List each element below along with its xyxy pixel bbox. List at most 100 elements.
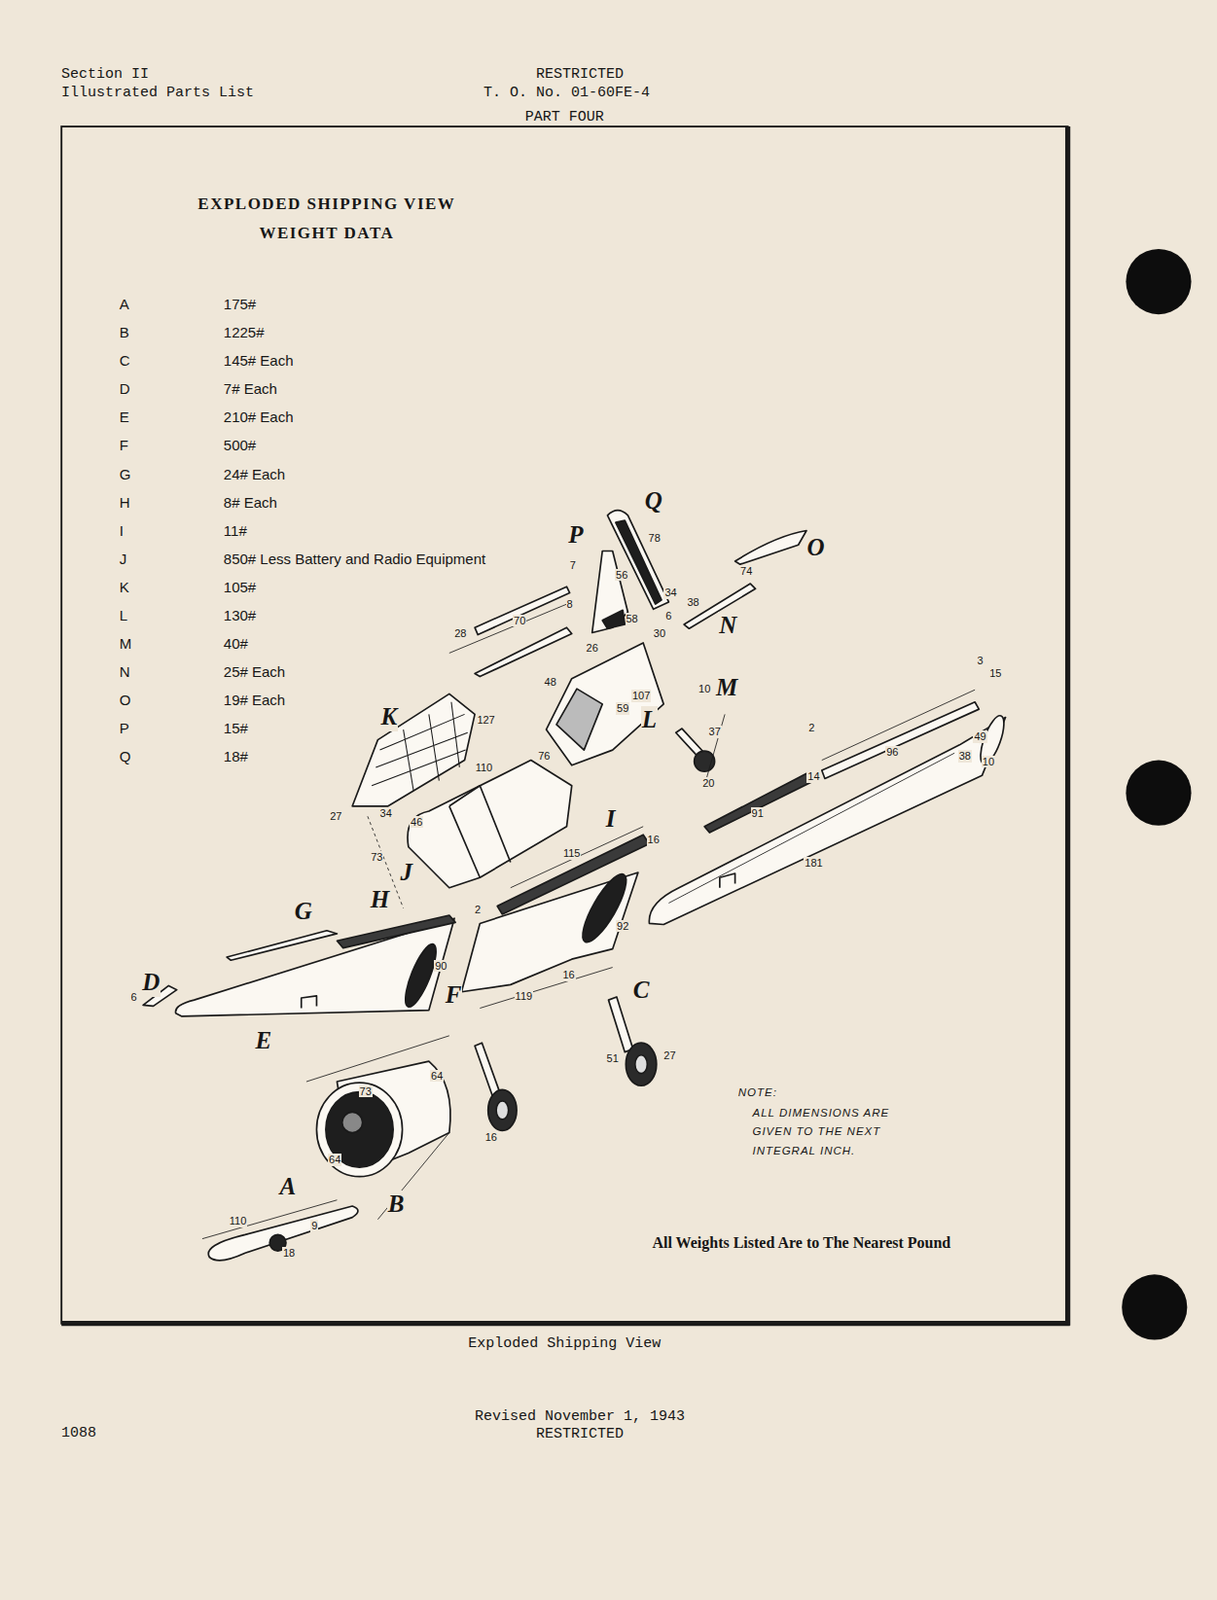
footnote-text: All Weights Listed Are to The Nearest Po… [651, 1234, 951, 1253]
weight-cell: 8# Each [223, 494, 278, 511]
dimension-number: 73 [369, 851, 384, 864]
weight-cell: 24# Each [223, 465, 286, 483]
dimension-number: 64 [327, 1153, 342, 1167]
part-letter: F [444, 981, 464, 1010]
dimension-number: 34 [663, 586, 678, 600]
part-letter: O [806, 534, 826, 563]
dimension-number: 110 [474, 761, 495, 775]
weight-cell: A [119, 295, 130, 313]
header-text: 1088 [61, 1425, 97, 1442]
header-text: Section II [61, 66, 149, 83]
dimension-number: 58 [625, 612, 640, 626]
weight-cell: 175# [223, 295, 256, 313]
dimension-number: 9 [310, 1219, 319, 1233]
dimension-number: 56 [614, 569, 629, 582]
dimension-number: 46 [409, 816, 424, 829]
dimension-number: 127 [475, 714, 496, 727]
header-text: T. O. No. 01-60FE-4 [483, 84, 650, 102]
weight-cell: D [119, 380, 131, 397]
dimension-number: 27 [662, 1049, 677, 1063]
dimension-number: 3 [975, 654, 984, 668]
part-letter: N [717, 611, 738, 641]
dimension-number: 2 [473, 903, 482, 917]
dimension-number: 73 [358, 1085, 373, 1099]
part-letter: G [293, 897, 314, 927]
dimension-number: 119 [514, 990, 535, 1003]
part-letter: E [253, 1027, 273, 1056]
dimension-number: 6 [129, 991, 138, 1004]
part-letter: I [605, 805, 617, 834]
dimension-number: 30 [652, 627, 667, 641]
dimension-number: 110 [228, 1215, 249, 1228]
weight-cell: 11# [223, 522, 248, 539]
weight-cell: 19# Each [223, 691, 286, 709]
weight-cell: 25# Each [223, 663, 286, 681]
dimension-number: 107 [631, 689, 651, 703]
weight-cell: M [119, 635, 133, 652]
part-letter: C [632, 976, 651, 1005]
weight-cell: C [119, 352, 131, 369]
weight-cell: 850# Less Battery and Radio Equipment [223, 550, 486, 568]
dimension-number: 64 [429, 1070, 444, 1083]
dimension-number: 8 [566, 598, 574, 611]
dimension-number: 96 [885, 746, 899, 759]
weight-cell: 1225# [223, 323, 265, 341]
dimension-number: 26 [585, 642, 600, 655]
dimension-number: 92 [615, 920, 630, 933]
header-text: Revised November 1, 1943 [474, 1408, 685, 1426]
note-text: NOTE: [738, 1083, 778, 1104]
dimension-number: 38 [685, 596, 700, 609]
weight-cell: G [119, 465, 132, 483]
dimension-number: 20 [701, 777, 716, 790]
weight-cell: 15# [223, 719, 249, 737]
note-text: ALL DIMENSIONS ARE GIVEN TO THE NEXT INT… [751, 1104, 923, 1162]
dimension-number: 74 [739, 565, 753, 578]
weight-cell: E [119, 408, 130, 426]
header-text: Illustrated Parts List [61, 84, 254, 102]
weight-cell: 145# Each [223, 352, 294, 369]
part-letter: H [369, 886, 391, 915]
dimension-number: 10 [697, 682, 712, 696]
dimension-number: 48 [543, 676, 558, 689]
part-letter: M [715, 674, 739, 703]
weight-cell: 7# Each [223, 380, 278, 397]
dimension-number: 181 [803, 857, 824, 870]
weight-cell: F [119, 436, 129, 454]
dimension-number: 115 [562, 847, 582, 860]
weight-cell: L [119, 607, 128, 624]
weight-cell: I [119, 522, 124, 539]
dimension-number: 34 [379, 807, 394, 821]
weight-cell: Q [119, 748, 132, 765]
part-letter: L [641, 706, 658, 735]
dimension-number: 59 [615, 702, 630, 716]
dimension-number: 37 [708, 725, 722, 739]
dimension-number: 51 [606, 1052, 620, 1066]
weight-cell: 500# [223, 436, 256, 454]
table-title: EXPLODED SHIPPING VIEW [197, 194, 456, 215]
weight-cell: 105# [223, 578, 256, 596]
weight-cell: K [119, 578, 130, 596]
dimension-number: 28 [453, 627, 467, 641]
dimension-number: 16 [484, 1131, 499, 1145]
weight-cell: 130# [223, 607, 256, 624]
header-text: RESTRICTED [536, 66, 624, 83]
part-letter: J [398, 859, 414, 888]
dimension-number: 90 [433, 960, 448, 973]
weight-cell: O [119, 691, 132, 709]
dimension-number: 2 [807, 721, 816, 735]
dimension-number: 76 [536, 750, 551, 763]
part-letter: P [567, 521, 584, 550]
dimension-number: 38 [958, 750, 972, 763]
weight-cell: P [119, 719, 130, 737]
weight-cell: 18# [223, 748, 249, 765]
dimension-number: 27 [328, 810, 343, 824]
weight-cell: J [119, 550, 128, 568]
part-letter: Q [644, 487, 664, 516]
part-letter: B [387, 1190, 406, 1219]
weight-cell: N [119, 663, 131, 681]
table-title: WEIGHT DATA [258, 223, 394, 244]
header-text: RESTRICTED [536, 1426, 624, 1443]
weight-cell: 210# Each [223, 408, 294, 426]
dimension-number: 49 [972, 730, 987, 744]
